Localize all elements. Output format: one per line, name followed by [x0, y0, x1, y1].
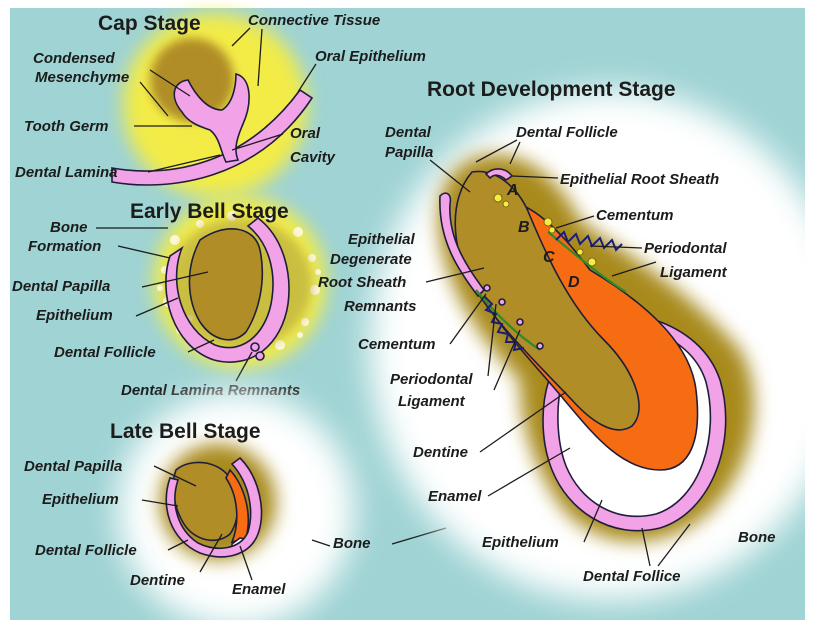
root-ligament-left-label-line1: Periodontal — [390, 371, 473, 388]
root-papilla-label-line2: Papilla — [385, 144, 433, 161]
early-bell-bone-label-line1: Bone — [50, 219, 88, 236]
late-bell-enamel-label: Enamel — [232, 581, 286, 598]
root-follice-label: Dental Follice — [583, 568, 681, 585]
root-ligament-left-label-line2: Ligament — [398, 393, 466, 410]
root-epithelium-label: Epithelium — [482, 534, 559, 551]
late-bell-stage-title: Late Bell Stage — [110, 420, 261, 443]
cap-dental-lamina-label: Dental Lamina — [15, 164, 118, 181]
root-stage-title: Root Development Stage — [427, 78, 676, 101]
cap-condensed-label-line1: Condensed — [33, 50, 116, 67]
early-bell-lamina-remnant-2 — [256, 352, 264, 360]
early-bell-stage-title: Early Bell Stage — [130, 200, 289, 223]
early-bell-epithelium-label: Epithelium — [36, 307, 113, 324]
root-letter-b: B — [518, 219, 530, 236]
late-bell-bone-label: Bone — [333, 535, 371, 552]
root-letter-a: A — [506, 182, 519, 199]
early-bell-bone-label-line2: Formation — [28, 238, 101, 255]
root-follicle-label: Dental Follicle — [516, 124, 618, 141]
cap-oral-cavity-label-line2: Cavity — [290, 149, 336, 166]
early-bell-follicle-label: Dental Follicle — [54, 344, 156, 361]
cap-condensed-label-line2: Mesenchyme — [35, 69, 129, 86]
root-remnants-label-line4: Remnants — [344, 298, 417, 315]
root-remnants-label-line3: Root Sheath — [318, 274, 406, 291]
root-letter-c: C — [543, 249, 555, 266]
root-ligament-top-label-line1: Periodontal — [644, 240, 727, 257]
late-bell-dentine-label: Dentine — [130, 572, 185, 589]
root-cementum-left-label: Cementum — [358, 336, 436, 353]
late-bell-follicle-label: Dental Follicle — [35, 542, 137, 559]
cap-oral-epithelium-label: Oral Epithelium — [315, 48, 426, 65]
root-bone-label: Bone — [738, 529, 776, 546]
root-letter-d: D — [568, 274, 580, 291]
cap-connective-tissue-label: Connective Tissue — [248, 12, 380, 29]
root-remnants-label-line1: Epithelial — [348, 231, 416, 248]
early-bell-dental-papilla — [189, 229, 262, 340]
cap-oral-cavity-label-line1: Oral — [290, 125, 321, 142]
root-papilla-label-line1: Dental — [385, 124, 432, 141]
late-bell-papilla-label: Dental Papilla — [24, 458, 122, 475]
early-bell-lamina-remnant-1 — [251, 343, 259, 351]
late-bell-epithelium-label: Epithelium — [42, 491, 119, 508]
root-dentine-label: Dentine — [413, 444, 468, 461]
root-cementum-top-label: Cementum — [596, 207, 674, 224]
cap-tooth-germ-label: Tooth Germ — [24, 118, 108, 135]
root-sheath-label: Epithelial Root Sheath — [560, 171, 719, 188]
root-enamel-label: Enamel — [428, 488, 482, 505]
root-remnants-label-line2: Degenerate — [330, 251, 412, 268]
cap-stage-title: Cap Stage — [98, 12, 201, 35]
root-ligament-top-label-line2: Ligament — [660, 264, 728, 281]
early-bell-papilla-label: Dental Papilla — [12, 278, 110, 295]
